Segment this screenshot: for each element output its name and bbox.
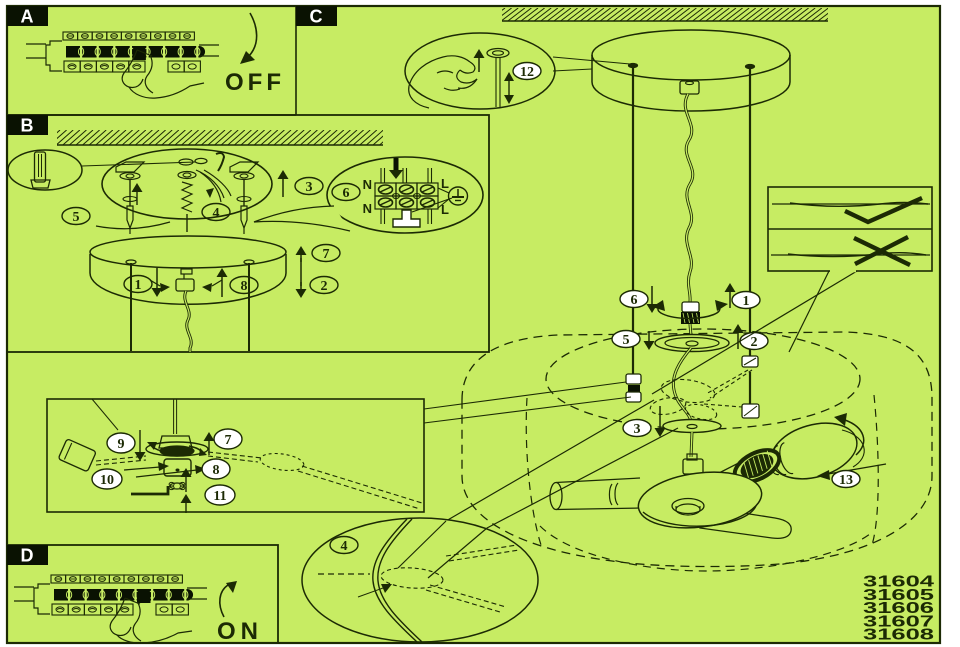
svg-text:L: L [441,176,449,191]
svg-text:3: 3 [634,422,641,437]
svg-text:4: 4 [213,206,220,221]
svg-text:N: N [363,177,372,192]
svg-text:2: 2 [751,335,758,350]
svg-text:5: 5 [73,210,80,225]
svg-text:31604: 31604 [863,574,934,591]
svg-text:7: 7 [225,433,232,448]
svg-text:3: 3 [306,180,313,195]
svg-text:OFF: OFF [225,69,285,96]
svg-text:13: 13 [839,473,853,488]
svg-text:11: 11 [213,489,226,504]
svg-text:12: 12 [520,65,534,80]
svg-text:8: 8 [213,463,220,478]
svg-text:1: 1 [743,294,750,309]
svg-text:1: 1 [135,278,142,293]
svg-text:N: N [363,201,372,216]
svg-text:9: 9 [118,437,125,452]
svg-text:8: 8 [241,279,248,294]
svg-text:B: B [21,116,34,136]
svg-text:7: 7 [323,247,330,262]
svg-text:2: 2 [321,279,328,294]
svg-text:6: 6 [343,186,350,201]
svg-text:31608: 31608 [863,627,934,644]
svg-text:31605: 31605 [863,587,934,604]
svg-text:4: 4 [341,539,348,554]
svg-text:31607: 31607 [863,613,934,630]
svg-text:6: 6 [631,293,638,308]
svg-text:31606: 31606 [863,600,934,617]
svg-text:L: L [441,202,449,217]
svg-text:ON: ON [217,618,263,645]
svg-text:A: A [21,7,34,27]
svg-text:C: C [310,7,323,27]
svg-text:10: 10 [100,473,114,488]
svg-text:D: D [21,546,34,566]
svg-text:5: 5 [623,333,630,348]
